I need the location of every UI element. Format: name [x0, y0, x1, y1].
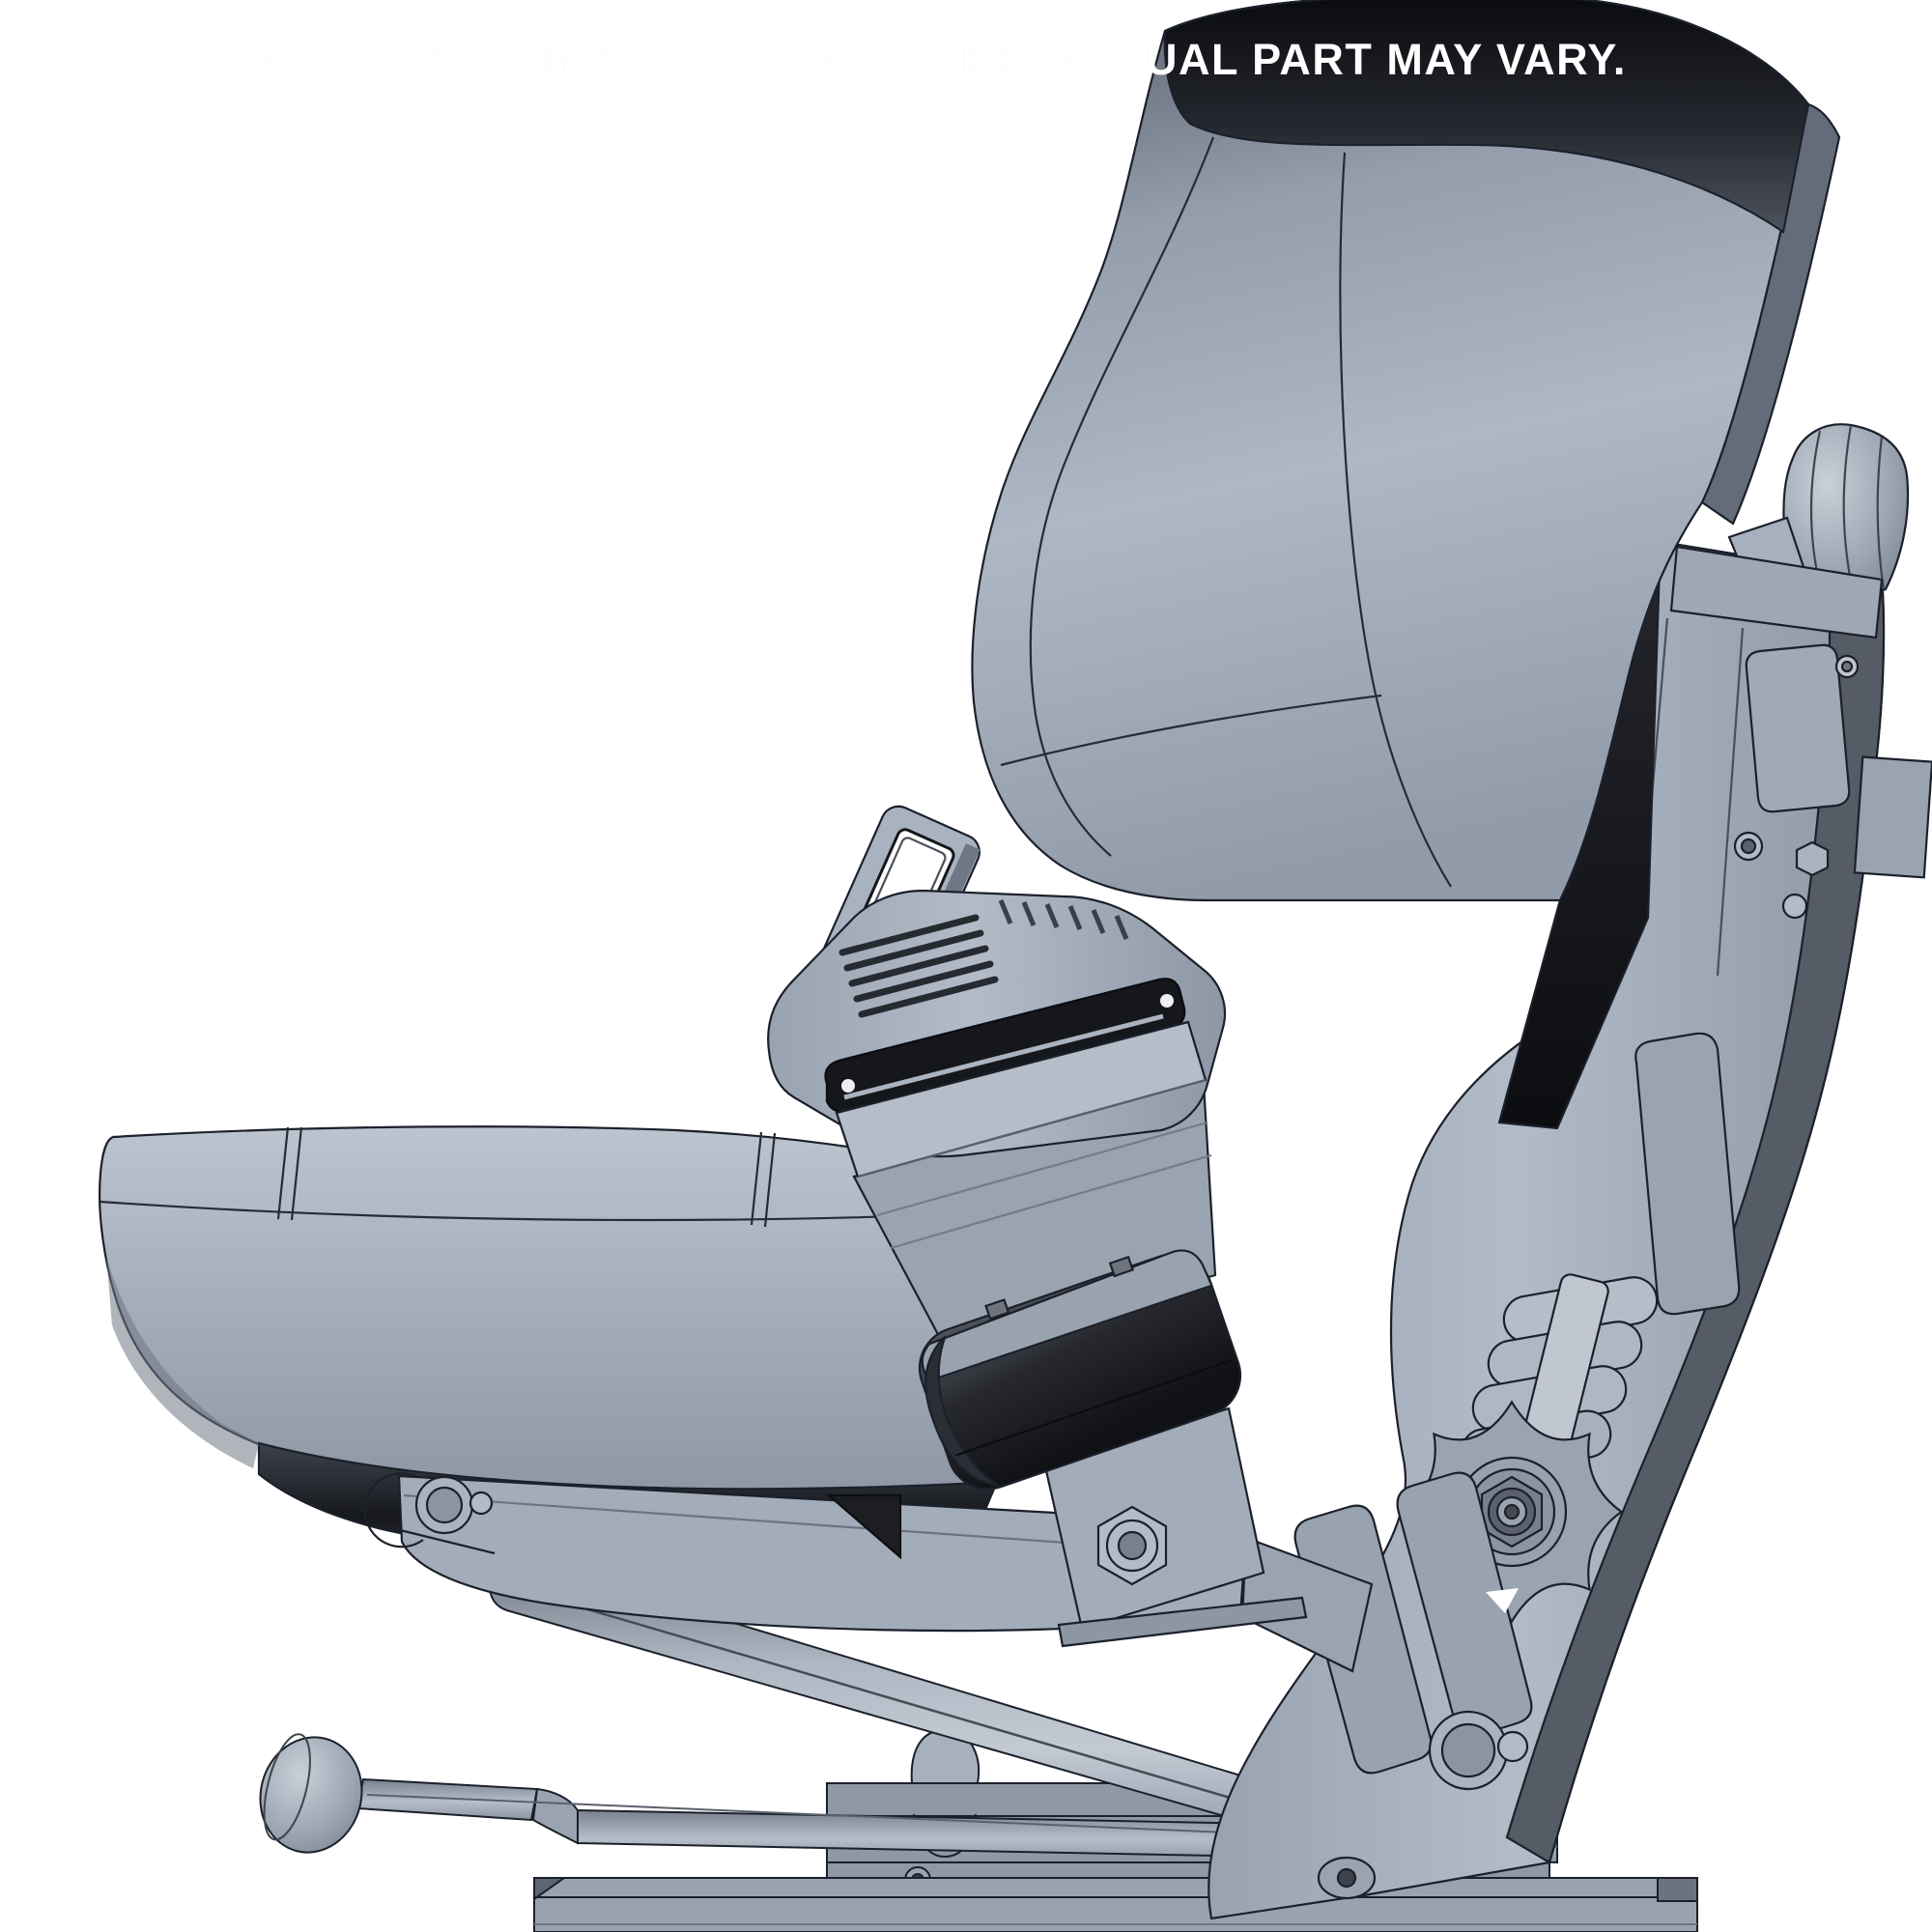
- lever-knob-face: [255, 1730, 319, 1844]
- rim-rib: [1001, 900, 1010, 923]
- seatbelt: [768, 801, 1251, 1500]
- frame-edge-chamfer: [1507, 578, 1884, 1862]
- seat-front-shading: [106, 1256, 259, 1468]
- rivet-center: [1338, 1869, 1355, 1887]
- star-knob-bore: [1505, 1505, 1519, 1519]
- strut-center-line: [502, 1584, 1293, 1816]
- watermark-text-overlay: THIS IMAGE IS COMPUTER GENERATED; ACTUAL…: [128, 35, 1627, 84]
- clamp-arc: [365, 1473, 423, 1547]
- rim-rib: [1094, 910, 1103, 933]
- clamp-ring-bore: [1442, 1724, 1494, 1776]
- seat-seam-line: [292, 1127, 301, 1220]
- suspension-frame: [1208, 424, 1932, 1918]
- webbing-crease: [877, 1122, 1208, 1215]
- seat-seam-line: [278, 1127, 288, 1219]
- pan-hook-line: [392, 1528, 495, 1553]
- grip-rib: [852, 949, 985, 983]
- seat-seam-line: [752, 1132, 761, 1225]
- clamp-ring-bore: [427, 1488, 462, 1522]
- rim-rib: [1047, 904, 1057, 927]
- hex-bolt-washer: [1107, 1520, 1157, 1571]
- grip-rib: [847, 933, 980, 968]
- grip-rib: [842, 918, 976, 952]
- backrest-seam-line: [1001, 696, 1381, 765]
- buckle-slot-highlight: [844, 1016, 1163, 1097]
- rim-rib: [1024, 902, 1034, 925]
- rail-end-cap: [1658, 1878, 1697, 1901]
- backrest-top-cap: [1165, 0, 1808, 232]
- frame-slot-outline: [1747, 645, 1849, 811]
- retractor-edge-line: [955, 1360, 1232, 1455]
- webbing-crease: [891, 1155, 1211, 1248]
- foot-notch: [1486, 1588, 1519, 1613]
- frame-slot-outline: [1635, 1034, 1739, 1314]
- frame-top-plate: [1671, 547, 1882, 638]
- bolt-ring-center: [1842, 662, 1852, 671]
- gusset-dark: [829, 1495, 900, 1557]
- clamp-ring-small: [470, 1492, 492, 1514]
- retractor-tab: [986, 1300, 1009, 1320]
- slot-glint: [1160, 994, 1174, 1008]
- bracket-strip: [1059, 1598, 1306, 1646]
- grip-ribs: [842, 918, 995, 1014]
- retractor-top-face: [914, 1243, 1211, 1383]
- webbing-fold-line: [858, 1080, 1206, 1177]
- lever-knob: [248, 1726, 374, 1863]
- seat-seam-line: [765, 1133, 775, 1227]
- knob-flute: [1878, 437, 1884, 589]
- pan-link-plate: [1242, 1538, 1372, 1671]
- washer: [1783, 895, 1806, 918]
- knob-flute: [1844, 425, 1853, 591]
- frame-panel-line: [1718, 628, 1743, 976]
- side-plate: [1855, 757, 1932, 878]
- grip-rib: [862, 980, 995, 1014]
- backrest-seam-line: [1031, 137, 1213, 856]
- backrest-seam-line: [1340, 153, 1451, 887]
- slot-glint: [841, 1079, 855, 1093]
- rim-rib: [1070, 906, 1080, 929]
- lever-shaft: [357, 1779, 537, 1820]
- rim-rib: [1117, 916, 1126, 939]
- seatbelt-retractor: [903, 1235, 1251, 1501]
- clamp-ring-small: [1498, 1732, 1527, 1761]
- retractor-tab: [1110, 1257, 1132, 1276]
- backrest: [972, 0, 1839, 1128]
- hex-bolt-center: [1119, 1532, 1146, 1559]
- retractor-bracket-group: [1045, 1408, 1306, 1646]
- seat-pan: [365, 1473, 1372, 1671]
- retractor-end-cap: [909, 1336, 999, 1499]
- rail-left-chamfer: [534, 1878, 564, 1899]
- grip-rim-ribs: [1001, 900, 1126, 939]
- hex-bolt-small: [1797, 842, 1828, 875]
- grip-rib: [857, 964, 990, 999]
- bolt-ring-center: [1742, 839, 1755, 853]
- lever-elbow: [533, 1789, 578, 1843]
